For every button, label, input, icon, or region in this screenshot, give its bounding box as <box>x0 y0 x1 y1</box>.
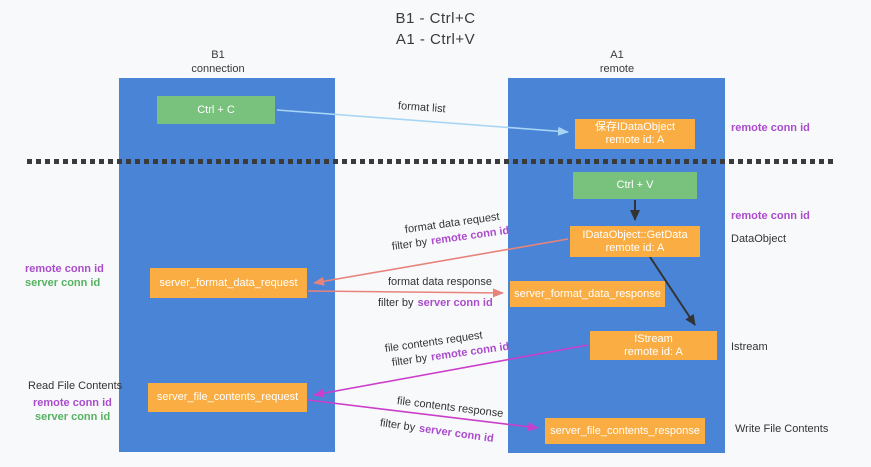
server-format-data-request-box: server_format_data_request <box>150 268 307 298</box>
server-format-data-request-label: server_format_data_request <box>159 276 298 289</box>
server-format-data-response-label: server_format_data_response <box>514 287 661 300</box>
getdata-line2: remote id: A <box>605 241 665 254</box>
left-column-role: connection <box>191 63 245 75</box>
left-server-conn-id-label-2: server conn id <box>35 411 111 423</box>
right-column-header: A1 remote <box>517 48 717 76</box>
getdata-line1: IDataObject::GetData <box>582 228 688 241</box>
filter-by-text: filter by <box>379 417 416 434</box>
right-column-role: remote <box>599 63 635 75</box>
server-file-contents-response-label: server_file_contents_response <box>550 424 700 437</box>
ctrl-v-label: Ctrl + V <box>616 179 654 191</box>
istream-side-label: Istream <box>731 341 768 353</box>
save-idataobject-line2: remote id: A <box>605 134 665 146</box>
format-data-response-label: format data response <box>388 276 492 288</box>
write-file-contents-label: Write File Contents <box>735 423 829 435</box>
page-title: B1 - Ctrl+C A1 - Ctrl+V <box>0 8 871 50</box>
server-conn-id-text: server conn id <box>418 422 495 445</box>
save-idataobject-box: 保存IDataObject remote id: A <box>575 119 695 149</box>
istream-box: IStream remote id: A <box>590 331 717 360</box>
format-data-response-arrow <box>307 288 504 298</box>
ctrl-c-box: Ctrl + C <box>157 96 275 124</box>
server-file-contents-request-box: server_file_contents_request <box>148 383 307 412</box>
ctrl-c-label: Ctrl + C <box>197 103 235 116</box>
getdata-box: IDataObject::GetData remote id: A <box>570 226 700 257</box>
title-line-1: B1 - Ctrl+C <box>395 10 476 27</box>
ctrl-v-box: Ctrl + V <box>573 172 697 199</box>
dashed-divider <box>27 159 833 164</box>
file-contents-response-label: file contents response <box>396 395 504 420</box>
right-remote-conn-id-label-2: remote conn id <box>731 210 810 222</box>
server-conn-id-text: server conn id <box>417 297 493 309</box>
istream-line2: remote id: A <box>624 345 683 358</box>
left-remote-conn-id-label-1: remote conn id <box>25 263 104 275</box>
right-remote-conn-id-label-1: remote conn id <box>731 122 810 134</box>
left-column-name: B1 <box>211 49 225 61</box>
filter-by-text: filter by <box>391 236 428 253</box>
left-server-conn-id-label-1: server conn id <box>25 277 101 289</box>
istream-line1: IStream <box>634 332 673 345</box>
server-format-data-response-box: server_format_data_response <box>510 281 665 307</box>
left-remote-conn-id-label-2: remote conn id <box>33 397 112 409</box>
read-file-contents-label: Read File Contents <box>28 380 123 392</box>
format-list-label: format list <box>397 100 446 116</box>
filter-by-text: filter by <box>378 297 414 309</box>
left-column-header: B1 connection <box>118 48 318 76</box>
save-idataobject-line1: 保存IDataObject <box>594 121 676 133</box>
dataobject-label: DataObject <box>731 233 787 245</box>
server-file-contents-request-label: server_file_contents_request <box>156 391 299 403</box>
filter-by-text: filter by <box>391 352 428 369</box>
server-file-contents-response-box: server_file_contents_response <box>545 418 705 444</box>
title-line-2: A1 - Ctrl+V <box>395 31 476 48</box>
right-column-name: A1 <box>610 49 624 61</box>
